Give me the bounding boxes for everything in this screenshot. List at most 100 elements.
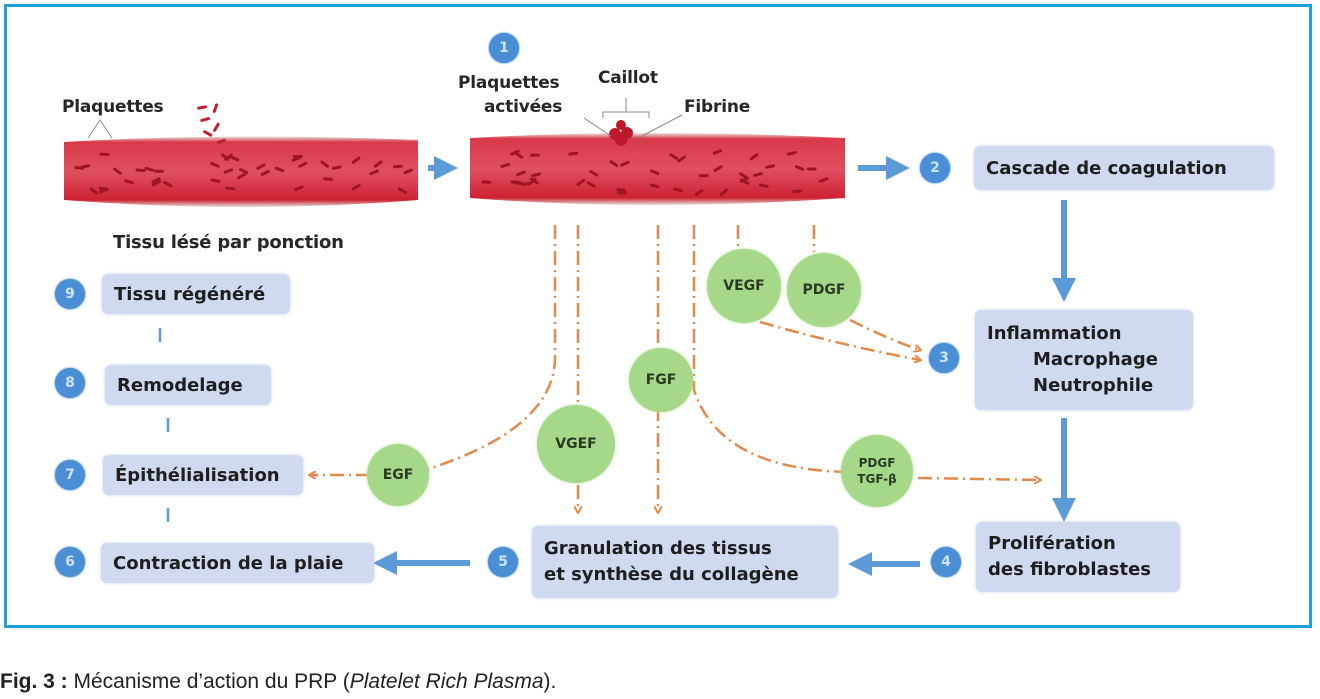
tissue-cell <box>163 180 173 188</box>
tissue-cell <box>806 167 817 171</box>
vgef-label: VGEF <box>555 436 597 452</box>
tissue-cell <box>320 160 330 168</box>
caption-fig-label: Fig. 3 : <box>0 670 68 693</box>
step-5-line-1: Granulation des tissus <box>544 538 772 559</box>
tissue-cell <box>351 156 361 164</box>
fgf-label: FGF <box>645 372 677 388</box>
step-number-4: 4 <box>931 547 961 577</box>
tissue-cell <box>616 191 627 195</box>
growth-factor-paths <box>310 225 1040 512</box>
tissue-cell <box>516 170 526 177</box>
tissue-cell <box>669 153 679 160</box>
upward-arrows <box>158 328 170 522</box>
tissue-cell <box>210 162 220 168</box>
diagram-graphics <box>64 98 1076 576</box>
clot-icon <box>609 120 633 146</box>
tissue-cell <box>694 189 704 196</box>
growth-factor-pdgf-tgf: PDGF TGF-β <box>841 435 913 507</box>
tissue-cell <box>568 151 579 156</box>
tissue-cell <box>510 180 521 185</box>
label-plaquettes: Plaquettes <box>62 97 164 117</box>
step-box-contraction: Contraction de la plaie <box>101 543 374 583</box>
pdgf-label: PDGF <box>802 282 846 298</box>
platelets-icon <box>197 103 226 144</box>
tissue-cell <box>256 163 266 170</box>
tissue-cell <box>786 151 797 156</box>
growth-factor-egf: EGF <box>367 444 429 506</box>
tissue-cell <box>576 178 586 186</box>
tissue-cell <box>740 178 750 185</box>
tissue-cell <box>291 156 302 162</box>
tissue-cell <box>528 177 537 186</box>
tissue-cell <box>98 187 109 194</box>
step-2-label: Cascade de coagulation <box>986 157 1227 179</box>
step-box-epithelialisation: Épithélialisation <box>103 455 303 495</box>
step-4-line-2: des fibroblastes <box>988 559 1151 580</box>
pdgf-tgf-label-1: PDGF <box>858 456 896 470</box>
tissue-cell <box>294 185 304 192</box>
tissue-cell <box>298 161 308 168</box>
step-number-1: 1 <box>489 33 519 63</box>
label-tissu-lese: Tissu lésé par ponction <box>113 232 344 253</box>
tissue-cell <box>274 166 285 173</box>
tissue-cell <box>397 187 407 194</box>
egf-label: EGF <box>382 467 414 483</box>
vegf-label: VEGF <box>723 278 765 294</box>
tissue-cell <box>586 181 596 188</box>
caption-text: Mécanisme d’action du PRP ( <box>67 670 350 693</box>
tissue-cell <box>89 187 99 195</box>
tissue-cell <box>144 166 155 172</box>
tissue-cell <box>229 155 240 162</box>
growth-factor-vegf: VEGF <box>707 249 781 323</box>
tissue-cell <box>135 168 146 173</box>
tissue-cell <box>153 169 164 173</box>
step-number-6: 6 <box>55 547 85 577</box>
tissue-cell <box>514 151 524 159</box>
tissue-cell <box>238 167 249 175</box>
tissue-cell <box>392 164 403 169</box>
tissue-cell <box>151 177 161 184</box>
diagram-canvas: Plaquettes Tissu lésé par ponction Plaqu… <box>55 33 1274 598</box>
tissue-cell <box>237 172 247 180</box>
tissue-cell <box>221 153 230 161</box>
tissue-cell <box>765 164 776 169</box>
growth-factor-vgef: VGEF <box>537 405 615 483</box>
step-8-label: Remodelage <box>117 374 243 396</box>
tissue-cell <box>113 167 122 175</box>
tissue-cell <box>369 169 379 176</box>
tissue-cell <box>520 182 531 186</box>
tissue-cell <box>794 165 805 171</box>
pdgf-tgf-label-2: TGF-β <box>857 472 897 486</box>
tissue-cell <box>510 149 520 156</box>
tissue-cell <box>677 155 686 163</box>
step-4-line-1: Prolifération <box>988 533 1116 554</box>
step-number-5: 5 <box>488 547 518 577</box>
tissue-cell <box>403 168 413 175</box>
tissue-cell <box>719 188 728 197</box>
tissue-cell <box>531 172 542 178</box>
step-number-7: 7 <box>55 460 85 490</box>
step-9-label: Tissu régénéré <box>114 283 266 305</box>
tissue-cell <box>753 172 763 177</box>
label-caillot: Caillot <box>598 68 658 88</box>
tissue-cell <box>609 160 619 168</box>
tissue-cell <box>323 177 334 181</box>
label-plaquettes-activees-1: Plaquettes <box>458 73 560 93</box>
tissue-cell <box>210 178 221 183</box>
step-box-tissu-regenere: Tissu régénéré <box>102 274 290 314</box>
caption-italic: Platelet Rich Plasma <box>349 670 544 693</box>
tissue-cell <box>151 180 162 187</box>
step-box-proliferation: Prolifération des fibroblastes <box>976 522 1180 592</box>
step-box-remodelage: Remodelage <box>105 365 271 405</box>
tissue-cell <box>331 165 342 170</box>
step-3-line-2: Macrophage <box>1033 349 1158 370</box>
tissue-cell <box>758 183 769 188</box>
figure-caption: Fig. 3 : Mécanisme d’action du PRP (Plat… <box>0 670 556 694</box>
growth-factor-pdgf: PDGF <box>787 253 861 327</box>
injured-tissue <box>64 103 418 207</box>
step-3-line-3: Neutrophile <box>1033 375 1154 396</box>
tissue-cell <box>373 160 383 168</box>
tissue-cell <box>223 168 234 174</box>
label-fibrine: Fibrine <box>684 97 751 117</box>
step-box-granulation: Granulation des tissus et synthèse du co… <box>532 526 838 598</box>
